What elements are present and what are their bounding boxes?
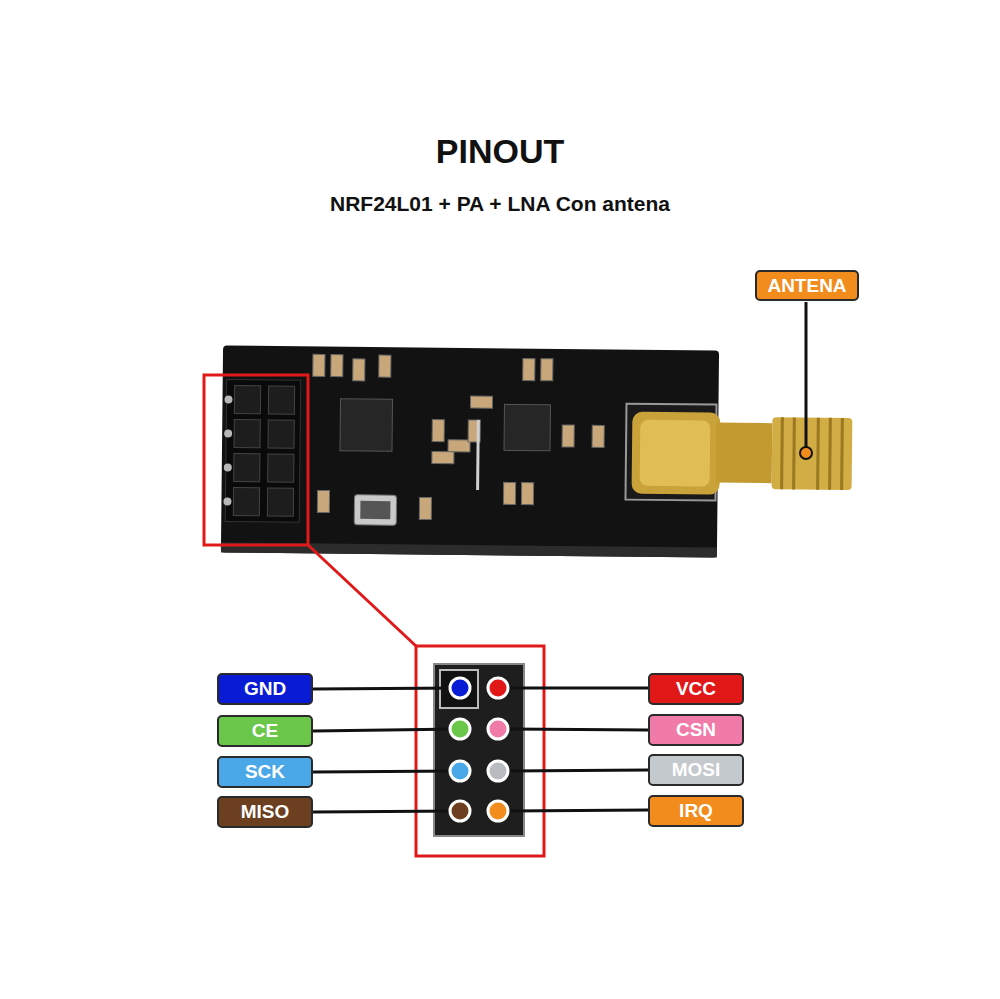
pin-label-box: MISO bbox=[217, 796, 313, 828]
pin-name: MOSI bbox=[672, 759, 721, 781]
pin-label-box: CE bbox=[217, 715, 313, 747]
rf-chip bbox=[340, 399, 393, 452]
pcb-board bbox=[221, 345, 719, 557]
pin-label-box: VCC bbox=[648, 673, 744, 705]
pin-name: CSN bbox=[676, 719, 716, 741]
pin-name: ANTENA bbox=[767, 275, 846, 297]
subtitle: NRF24L01 + PA + LNA Con antena bbox=[0, 192, 1000, 216]
callout-frame bbox=[416, 646, 544, 856]
pin-label-box: CSN bbox=[648, 714, 744, 746]
pin-name: MISO bbox=[241, 801, 290, 823]
sma-connector bbox=[632, 412, 721, 495]
page-title: PINOUT bbox=[0, 132, 1000, 171]
pin-name: IRQ bbox=[679, 800, 713, 822]
pin-name: GND bbox=[244, 678, 286, 700]
pin-name: VCC bbox=[676, 678, 716, 700]
pin-label-box: IRQ bbox=[648, 795, 744, 827]
pin-name: CE bbox=[252, 720, 278, 742]
pin-label-box: GND bbox=[217, 673, 313, 705]
pa-lna-chip bbox=[504, 404, 550, 450]
pin-label-box: SCK bbox=[217, 756, 313, 788]
crystal bbox=[354, 495, 396, 525]
pin-label-box: MOSI bbox=[648, 754, 744, 786]
pin-name: SCK bbox=[245, 761, 285, 783]
pin-label-box: ANTENA bbox=[755, 270, 859, 301]
callout-frame bbox=[204, 375, 308, 545]
